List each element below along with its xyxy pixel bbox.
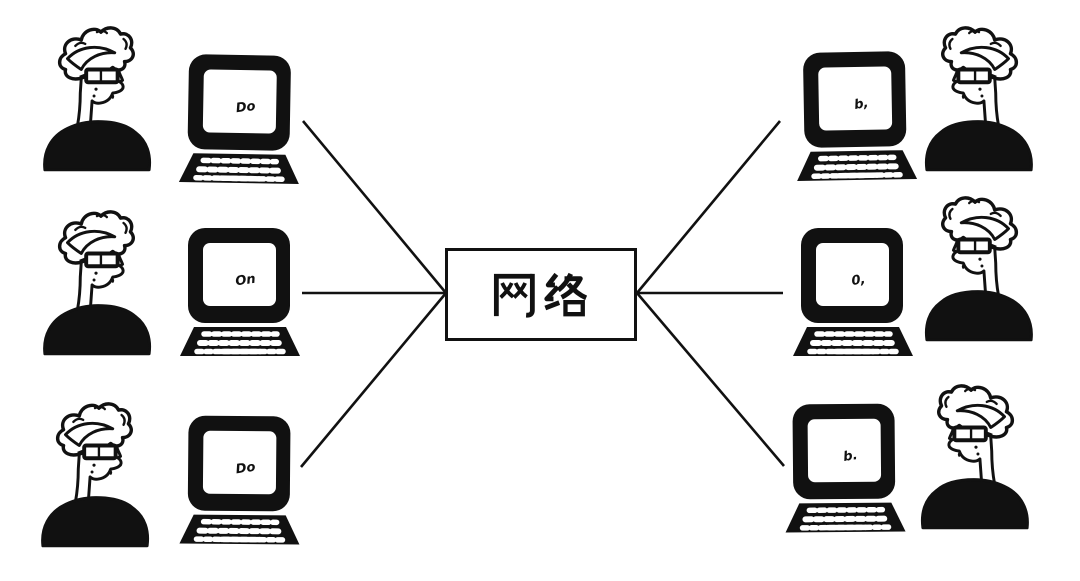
- user-figure-left-3: [36, 400, 154, 548]
- computer-right-3: b.: [782, 401, 907, 534]
- user-figure-right-2: [920, 194, 1038, 342]
- connection-line-left-1: [302, 120, 447, 294]
- computer-left-1: Do: [177, 52, 303, 186]
- user-figure-right-1: [920, 24, 1038, 172]
- computer-right-1: b,: [793, 49, 919, 183]
- screen-doodle: b,: [853, 96, 869, 113]
- computer-right-2: 0,: [791, 226, 915, 358]
- user-figure-left-2: [38, 208, 156, 356]
- network-label-glyphs: [493, 272, 588, 318]
- connection-line-left-3: [300, 292, 447, 468]
- connection-line-right-3: [636, 292, 785, 467]
- network-node-box: 网络: [445, 248, 637, 341]
- screen-doodle: Do: [235, 460, 257, 477]
- screen-doodle: b.: [842, 448, 858, 465]
- computer-left-3: Do: [177, 413, 302, 546]
- user-figure-left-1: [38, 24, 156, 172]
- computer-left-2: On: [178, 226, 302, 358]
- screen-doodle: 0,: [851, 272, 867, 289]
- screen-doodle: Do: [235, 99, 256, 116]
- user-figure-right-3: [916, 382, 1034, 530]
- connection-line-right-1: [636, 120, 781, 294]
- screen-doodle: On: [234, 272, 256, 290]
